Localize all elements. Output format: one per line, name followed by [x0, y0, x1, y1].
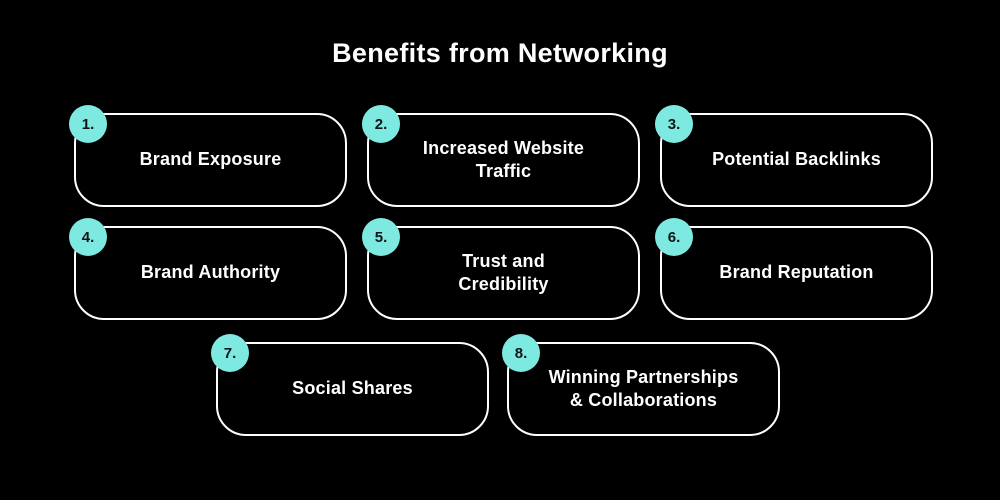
- benefit-label: Social Shares: [292, 378, 413, 399]
- card-row-2: 4. Brand Authority 5. Trust and Credibil…: [69, 218, 933, 320]
- number-badge: 2.: [362, 105, 400, 143]
- benefit-label: Brand Authority: [140, 262, 281, 283]
- benefit-card-6: 6. Brand Reputation: [655, 218, 933, 320]
- benefit-label: Brand Exposure: [139, 149, 282, 170]
- benefit-card-8: 8. Winning Partnerships & Collaborations: [502, 334, 780, 436]
- benefit-card-5: 5. Trust and Credibility: [362, 218, 640, 320]
- number-badge: 4.: [69, 218, 107, 256]
- benefit-card-2: 2. Increased Website Traffic: [362, 105, 640, 207]
- number-badge: 5.: [362, 218, 400, 256]
- number-badge: 1.: [69, 105, 107, 143]
- page-title: Benefits from Networking: [332, 38, 668, 68]
- benefit-card-4: 4. Brand Authority: [69, 218, 347, 320]
- number-badge: 8.: [502, 334, 540, 372]
- benefit-label: Increased Website Traffic: [422, 137, 585, 181]
- benefit-card-7: 7. Social Shares: [211, 334, 489, 436]
- card-row-1: 1. Brand Exposure 2. Increased Website T…: [69, 105, 933, 207]
- number-badge: 7.: [211, 334, 249, 372]
- number-badge: 3.: [655, 105, 693, 143]
- benefit-label: Potential Backlinks: [712, 149, 881, 170]
- benefit-label: Winning Partnerships & Collaborations: [548, 366, 739, 410]
- benefit-label: Brand Reputation: [719, 262, 874, 283]
- benefit-card-1: 1. Brand Exposure: [69, 105, 347, 207]
- number-badge: 6.: [655, 218, 693, 256]
- card-row-3: 7. Social Shares 8. Winning Partnerships…: [211, 334, 780, 436]
- benefit-card-3: 3. Potential Backlinks: [655, 105, 933, 207]
- benefit-label: Trust and Credibility: [458, 250, 549, 294]
